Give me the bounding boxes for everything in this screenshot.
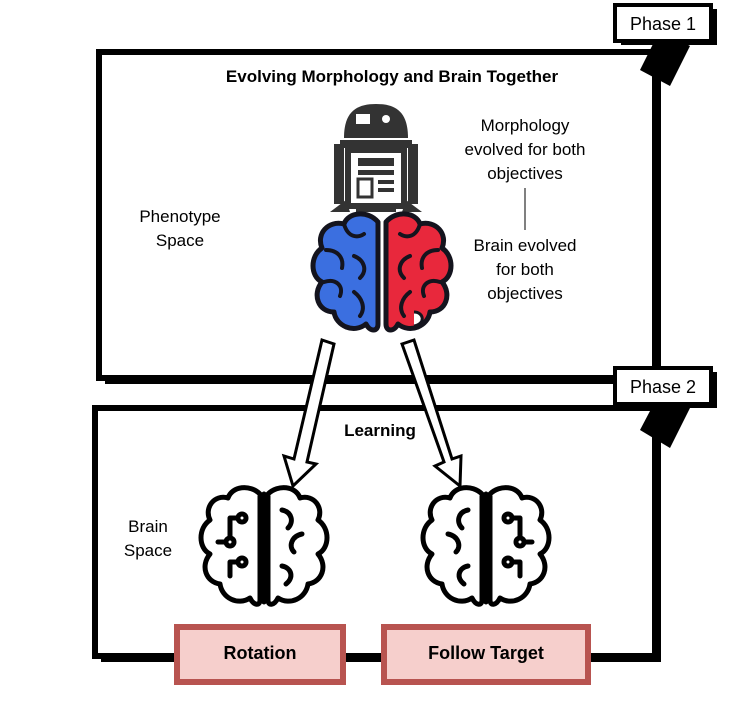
- phase1-tag-box: [613, 3, 713, 43]
- brain-note: Brain evolved for both objectives: [473, 236, 576, 303]
- task-rotation: Rotation: [174, 624, 346, 685]
- phenotype-space-label-line1: Phenotype: [139, 207, 220, 226]
- brain-note-line1: Brain evolved: [473, 236, 576, 255]
- phase1-tag: Phase 1: [630, 14, 696, 34]
- morphology-note-line1: Morphology: [481, 116, 570, 135]
- task-rotation-box: [174, 624, 346, 685]
- circuit-brain-icon: [198, 485, 330, 607]
- brain-note-line2: for both: [496, 260, 554, 279]
- phase1-callout: Phase 1: [613, 3, 717, 86]
- phase2-panel: Phase 2 Learning Brain Space: [92, 366, 717, 685]
- task-follow-target-label: Follow Target: [428, 643, 544, 663]
- arrow-down-icon: [281, 338, 336, 489]
- phase2-tag: Phase 2: [630, 377, 696, 397]
- phase1-title: Evolving Morphology and Brain Together: [226, 67, 559, 86]
- arrow-down-icon: [400, 338, 463, 490]
- phase2-callout: Phase 2: [613, 366, 717, 448]
- phenotype-space-label-line2: Space: [156, 231, 204, 250]
- morphology-note: Morphology evolved for both objectives: [465, 116, 586, 183]
- phase2-title: Learning: [344, 421, 416, 440]
- brain-space-label-line1: Brain: [128, 517, 168, 536]
- brain-note-line3: objectives: [487, 284, 563, 303]
- task-follow-target-box: [381, 624, 591, 685]
- phase2-frame: [92, 405, 658, 659]
- brain-icon: [310, 211, 454, 333]
- phase2-tag-box: [613, 366, 713, 406]
- robot-icon: [330, 104, 422, 212]
- circuit-brain-icon: [420, 485, 552, 607]
- task-follow-target: Follow Target: [381, 624, 591, 685]
- morphology-note-line3: objectives: [487, 164, 563, 183]
- task-rotation-label: Rotation: [224, 643, 297, 663]
- phase1-panel: Phase 1 Evolving Morphology and Brain To…: [96, 3, 717, 384]
- brain-space-label-line2: Space: [124, 541, 172, 560]
- morphology-note-line2: evolved for both: [465, 140, 586, 159]
